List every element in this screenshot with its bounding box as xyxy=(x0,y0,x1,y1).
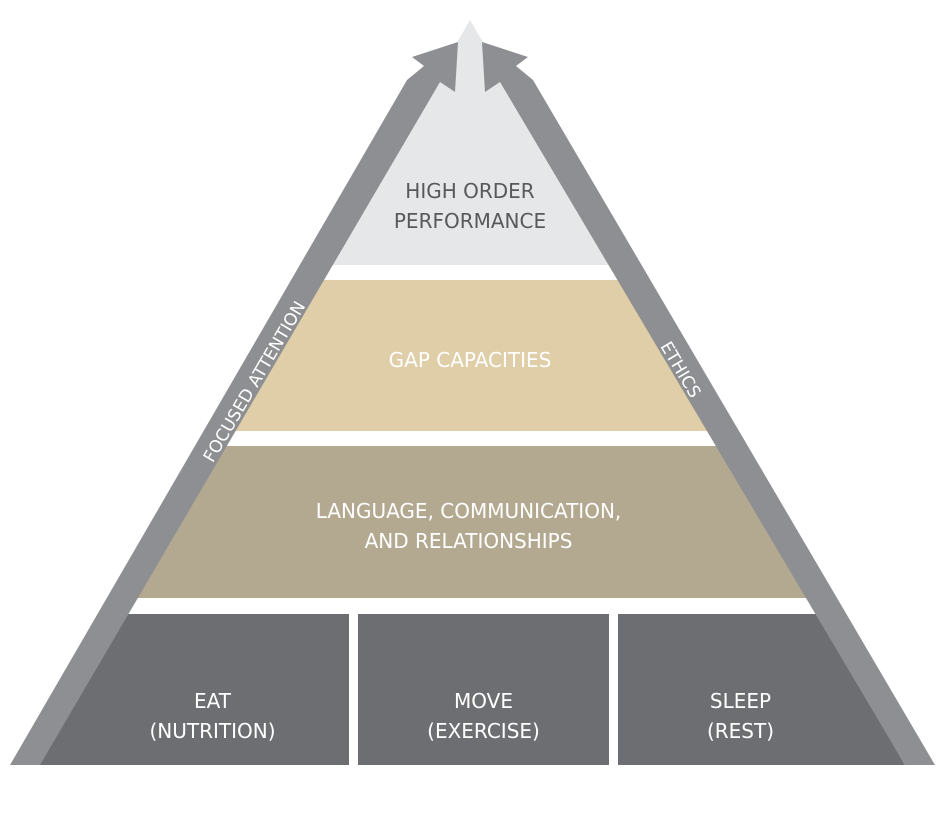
tier-top-label: HIGH ORDER PERFORMANCE xyxy=(330,176,610,236)
tier-gap-label: GAP CAPACITIES xyxy=(388,348,552,372)
tier-base-move-bg xyxy=(358,614,609,765)
tier-language-line2: AND RELATIONSHIPS xyxy=(364,529,573,553)
tier-base-move-label: MOVE (EXERCISE) xyxy=(358,686,609,746)
left-arrow-icon xyxy=(10,42,458,765)
sleep-title: SLEEP xyxy=(709,689,772,713)
tier-base-sleep-label: SLEEP (REST) xyxy=(618,686,863,746)
move-subtitle: (EXERCISE) xyxy=(427,719,540,743)
tier-language-line1: LANGUAGE, COMMUNICATION, xyxy=(315,499,622,523)
tier-top-line1: HIGH ORDER xyxy=(405,179,535,203)
tier-top-line2: PERFORMANCE xyxy=(393,209,547,233)
right-arrow-icon xyxy=(482,42,935,765)
move-title: MOVE xyxy=(454,689,513,713)
eat-subtitle: (NUTRITION) xyxy=(149,719,276,743)
sleep-subtitle: (REST) xyxy=(706,719,775,743)
eat-title: EAT xyxy=(194,689,231,713)
tier-base-eat-label: EAT (NUTRITION) xyxy=(100,686,325,746)
tier-language-label: LANGUAGE, COMMUNICATION, AND RELATIONSHI… xyxy=(200,496,737,556)
